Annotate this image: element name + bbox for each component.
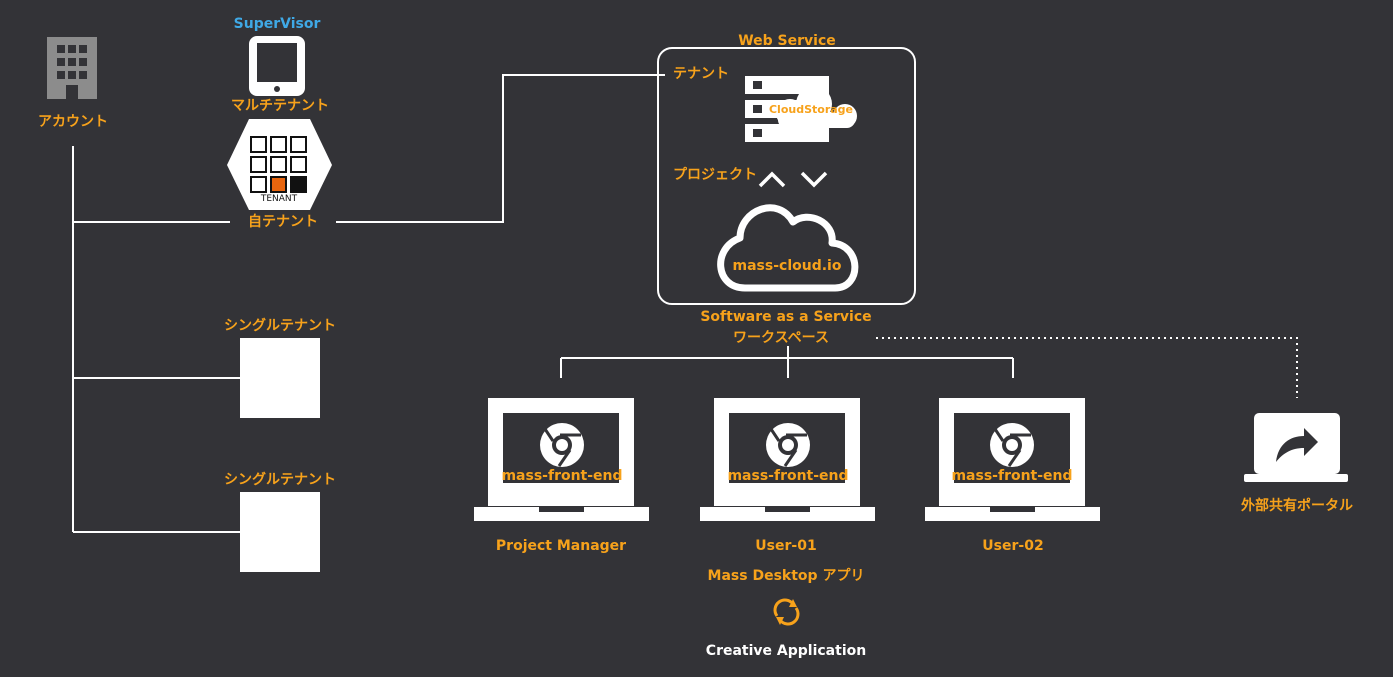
account-tree-lines xyxy=(72,146,240,533)
client-app-label: mass-front-end xyxy=(727,468,849,484)
client-name-label: User-01 xyxy=(755,538,817,554)
sync-icon xyxy=(773,598,800,626)
cloud-domain-label: mass-cloud.io xyxy=(732,258,842,274)
workspace-label: ワークスペース xyxy=(733,330,829,346)
client-name-label: User-02 xyxy=(982,538,1044,554)
server-icon xyxy=(745,76,857,142)
chevron-down-icon xyxy=(800,171,828,188)
chrome-icon xyxy=(540,423,584,467)
creative-app-label: Creative Application xyxy=(705,643,867,659)
tenant-connector-line xyxy=(336,74,665,223)
account-label: アカウント xyxy=(38,114,108,130)
web-service-title: Web Service xyxy=(738,33,836,49)
chevron-up-icon xyxy=(758,171,786,188)
portal-dotted-line xyxy=(876,337,1298,398)
client-app-label: mass-front-end xyxy=(951,468,1073,484)
tenant-label: テナント xyxy=(673,66,729,82)
supervisor-label: SuperVisor xyxy=(233,16,321,32)
client-name-label: Project Manager xyxy=(495,538,627,554)
single-tenant-box xyxy=(240,492,320,572)
chrome-icon xyxy=(990,423,1034,467)
single-tenant-box xyxy=(240,338,320,418)
building-icon xyxy=(47,37,97,99)
cloud-icon xyxy=(717,204,859,292)
cloud-storage-label: CloudStorage xyxy=(768,103,854,116)
single-tenant-label: シングルテナント xyxy=(224,318,336,334)
laptop-icon-user-02 xyxy=(925,398,1100,521)
share-laptop-icon xyxy=(1244,413,1348,482)
tablet-icon xyxy=(249,36,305,96)
tenant-badge-label: TENANT xyxy=(260,194,298,204)
client-app-label: mass-front-end xyxy=(501,468,623,484)
portal-label: 外部共有ポータル xyxy=(1241,498,1353,514)
tenant-grid-icon xyxy=(227,119,332,210)
web-service-frame xyxy=(657,47,916,305)
multi-tenant-label: マルチテナント xyxy=(231,98,329,114)
desktop-app-label: Mass Desktop アプリ xyxy=(707,568,865,584)
storage-cloud-icon xyxy=(776,86,857,128)
chrome-icon xyxy=(766,423,810,467)
single-tenant-label: シングルテナント xyxy=(224,472,336,488)
own-tenant-label: 自テナント xyxy=(248,214,318,230)
workspace-bracket-lines xyxy=(560,346,1014,378)
saas-label: Software as a Service xyxy=(700,309,872,325)
project-label: プロジェクト xyxy=(673,167,757,183)
